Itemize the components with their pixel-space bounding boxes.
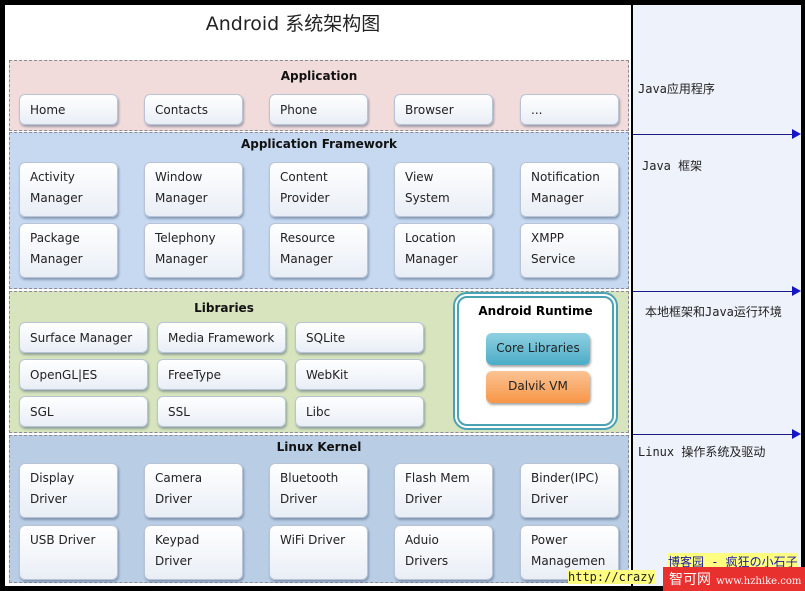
component-box: Activity Manager [19, 162, 118, 217]
component-box: XMPP Service [520, 223, 619, 278]
side-label: Linux 操作系统及驱动 [638, 445, 766, 459]
side-panel [633, 5, 801, 586]
diagram-title: Android 系统架构图 [205, 13, 381, 35]
component-box: Display Driver [19, 463, 118, 518]
component-box: Package Manager [19, 223, 118, 278]
component-box: OpenGL|ES [19, 359, 148, 390]
component-box: SGL [19, 396, 148, 427]
component-box: Contacts [144, 94, 243, 125]
side-label: Java 框架 [642, 159, 703, 173]
runtime-label: Android Runtime [478, 304, 593, 318]
component-box: SQLite [295, 322, 424, 353]
component-box: Location Manager [394, 223, 493, 278]
blog-watermark: 博客园 - 疯狂の小石子 [668, 553, 798, 570]
layer-label: Application [280, 69, 358, 83]
dalvik-vm-box: Dalvik VM [486, 371, 590, 403]
component-box: Media Framework [157, 322, 286, 353]
side-label: Java应用程序 [638, 82, 715, 96]
component-box: Libc [295, 396, 424, 427]
arrow-icon [633, 286, 801, 296]
component-box: View System [394, 162, 493, 217]
component-box: Window Manager [144, 162, 243, 217]
arrow-icon [633, 429, 801, 439]
site-watermark: 智可网 www.hzhike.com [663, 567, 805, 591]
component-box: Content Provider [269, 162, 368, 217]
component-box: Binder(IPC) Driver [520, 463, 619, 518]
arrow-icon [633, 129, 801, 139]
architecture-diagram: Android 系统架构图 Application Application Fr… [5, 5, 631, 586]
component-box: Resource Manager [269, 223, 368, 278]
component-box: Phone [269, 94, 368, 125]
site-url: www.hzhike.com [716, 576, 802, 587]
divider [631, 5, 633, 586]
component-box: SSL [157, 396, 286, 427]
component-box: Aduio Drivers [394, 525, 493, 580]
android-runtime-box: Android Runtime Core Libraries Dalvik VM [453, 292, 618, 430]
component-box: Telephony Manager [144, 223, 243, 278]
layer-label: Libraries [194, 301, 254, 315]
component-box: WebKit [295, 359, 424, 390]
component-box: FreeType [157, 359, 286, 390]
component-box: WiFi Driver [269, 525, 368, 580]
layer-label: Application Framework [240, 137, 398, 151]
component-box: Browser [394, 94, 493, 125]
side-label: 本地框架和Java运行环境 [645, 305, 782, 319]
component-box: Notification Manager [520, 162, 619, 217]
core-libraries-box: Core Libraries [486, 333, 590, 365]
url-watermark: http://crazy [568, 570, 655, 584]
component-box: Camera Driver [144, 463, 243, 518]
component-box: USB Driver [19, 525, 118, 580]
component-box: Keypad Driver [144, 525, 243, 580]
component-box: Bluetooth Driver [269, 463, 368, 518]
site-name: 智可网 [669, 572, 711, 588]
component-box: Flash Mem Driver [394, 463, 493, 518]
component-box: ... [520, 94, 619, 125]
component-box: Surface Manager [19, 322, 148, 353]
layer-label: Linux Kernel [276, 440, 362, 454]
component-box: Home [19, 94, 118, 125]
